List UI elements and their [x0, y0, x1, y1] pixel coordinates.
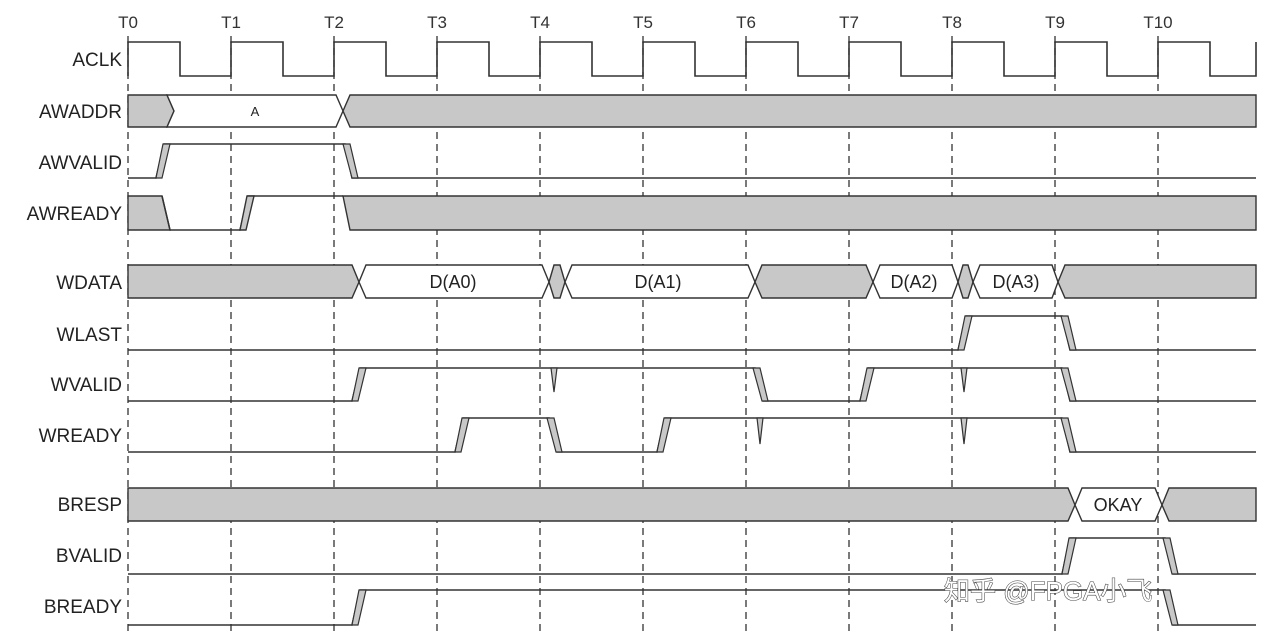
signal-label-aclk: ACLK	[72, 50, 122, 71]
tick-label-t5: T5	[633, 13, 653, 32]
signal-label-bready: BREADY	[44, 597, 122, 618]
awready-invalid-segment	[342, 195, 1257, 231]
bresp-value-okay: OKAY	[1094, 495, 1143, 515]
wdata-value-a2: D(A2)	[890, 272, 937, 292]
wready-waveform	[128, 417, 1256, 453]
wlast-waveform	[128, 315, 1256, 351]
bvalid-transition	[1162, 537, 1179, 575]
watermark: 知乎 @FPGA小飞	[944, 576, 1152, 606]
signal-label-awready: AWREADY	[27, 204, 123, 225]
wdata-value-a1: D(A1)	[634, 272, 681, 292]
bvalid-transition	[1061, 537, 1077, 575]
wready-glitch	[960, 417, 968, 445]
wready-transition	[546, 417, 563, 453]
wvalid-waveform	[128, 367, 1256, 402]
tick-label-t6: T6	[736, 13, 756, 32]
tick-label-t4: T4	[530, 13, 550, 32]
bready-transition	[1162, 589, 1179, 626]
signal-names: ACLK AWADDR AWVALID AWREADY WDATA WLAST …	[27, 50, 123, 618]
wvalid-glitch	[550, 367, 558, 393]
awready-transition	[239, 195, 255, 231]
clock-gridlines	[127, 36, 1159, 634]
bvalid-waveform	[128, 537, 1256, 575]
awvalid-waveform	[128, 143, 1256, 179]
tick-label-t0: T0	[118, 13, 138, 32]
wvalid-transition	[752, 367, 769, 402]
awvalid-transition	[342, 143, 359, 179]
wdata-invalid-segment	[548, 264, 566, 299]
wvalid-transition	[859, 367, 875, 402]
tick-label-t10: T10	[1143, 13, 1172, 32]
signal-label-wvalid: WVALID	[51, 375, 122, 396]
wdata-waveform	[127, 264, 1257, 299]
awaddr-value-a: A	[251, 104, 260, 119]
tick-label-t7: T7	[839, 13, 859, 32]
awaddr-waveform	[127, 94, 1257, 128]
signal-label-awvalid: AWVALID	[39, 153, 122, 174]
clock-tick-labels: T0 T1 T2 T3 T4 T5 T6 T7 T8 T9 T10	[118, 13, 1173, 32]
wdata-value-a3: D(A3)	[992, 272, 1039, 292]
wdata-invalid-segment	[754, 264, 874, 299]
wready-transition	[1060, 417, 1077, 453]
tick-label-t3: T3	[427, 13, 447, 32]
bresp-waveform	[127, 487, 1257, 522]
wdata-invalid-segment	[1057, 264, 1257, 299]
tick-label-t2: T2	[324, 13, 344, 32]
signal-label-bvalid: BVALID	[56, 546, 122, 567]
wdata-invalid-segment	[957, 264, 974, 299]
wlast-transition	[1060, 315, 1077, 351]
signal-label-wlast: WLAST	[57, 325, 123, 346]
wlast-transition	[957, 315, 973, 351]
wvalid-transition	[351, 367, 367, 402]
wdata-value-a0: D(A0)	[429, 272, 476, 292]
wvalid-glitch	[960, 367, 968, 393]
tick-label-t8: T8	[942, 13, 962, 32]
bready-transition	[351, 589, 367, 626]
wvalid-transition	[1060, 367, 1077, 402]
bresp-invalid-segment	[127, 487, 1076, 522]
signal-label-wready: WREADY	[39, 426, 123, 447]
wready-transition	[454, 417, 470, 453]
tick-label-t9: T9	[1045, 13, 1065, 32]
awaddr-invalid-segment	[127, 94, 175, 128]
bready-waveform	[128, 589, 1256, 626]
aclk-waveform	[127, 41, 1257, 77]
tick-label-t1: T1	[221, 13, 241, 32]
signal-label-wdata: WDATA	[56, 273, 122, 294]
wready-transition	[656, 417, 672, 453]
awaddr-valid-segment	[165, 94, 344, 128]
awready-waveform	[127, 195, 1257, 231]
wdata-invalid-segment	[127, 264, 360, 299]
awvalid-transition	[155, 143, 171, 179]
wready-glitch	[756, 417, 764, 445]
bresp-invalid-segment	[1161, 487, 1257, 522]
signal-label-bresp: BRESP	[58, 495, 122, 516]
signal-label-awaddr: AWADDR	[39, 102, 122, 123]
awaddr-invalid-segment	[342, 94, 1257, 128]
